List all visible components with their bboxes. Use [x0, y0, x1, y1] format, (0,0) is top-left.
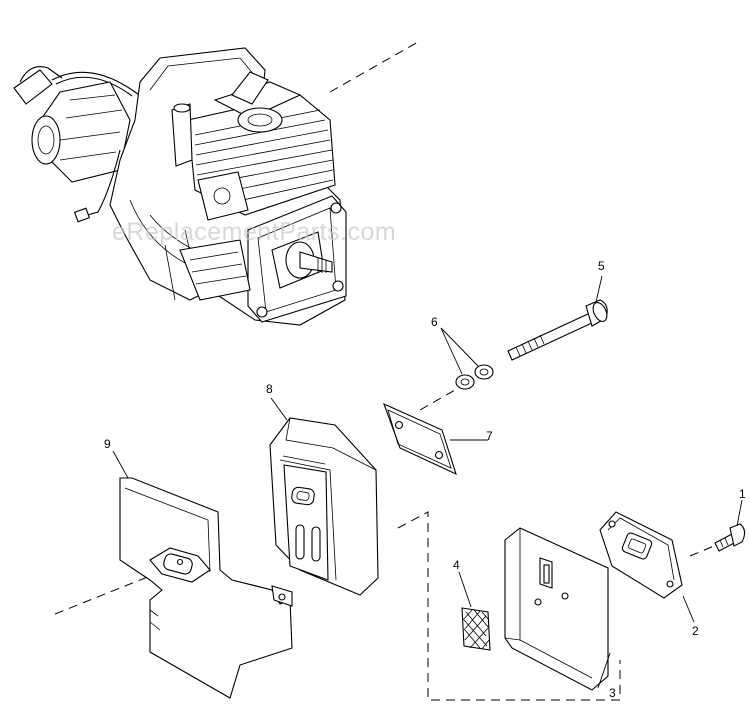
callout-8: 8	[266, 382, 273, 396]
callout-9: 9	[104, 437, 111, 451]
engine-assembly	[13, 47, 347, 326]
callout-2: 2	[692, 624, 699, 638]
leader-line-gasket	[419, 389, 456, 411]
leader-line-heat-shield	[54, 575, 151, 615]
callout-6: 6	[431, 315, 438, 329]
part-7-gasket	[383, 402, 457, 476]
watermark-text: eReplacementParts.com	[112, 218, 396, 246]
part-6-washers	[455, 364, 494, 390]
part-4-spark-screen	[461, 607, 491, 651]
part-2-gasket	[599, 511, 683, 599]
callout-5: 5	[598, 259, 605, 273]
part-5-bolt	[507, 299, 608, 361]
callout-leaders	[112, 275, 743, 689]
leader-line-assembly	[397, 511, 621, 701]
part-8-muffler	[269, 417, 379, 596]
callout-4: 4	[453, 558, 460, 572]
part-1-bolt	[714, 523, 746, 552]
callout-7: 7	[486, 429, 493, 443]
leader-line-small-bolt	[689, 545, 715, 557]
part-3-bracket	[504, 527, 609, 691]
part-9-heat-shield	[119, 477, 293, 699]
callout-1: 1	[739, 487, 746, 501]
callout-3: 3	[609, 686, 616, 700]
leader-line-engine	[329, 41, 419, 93]
